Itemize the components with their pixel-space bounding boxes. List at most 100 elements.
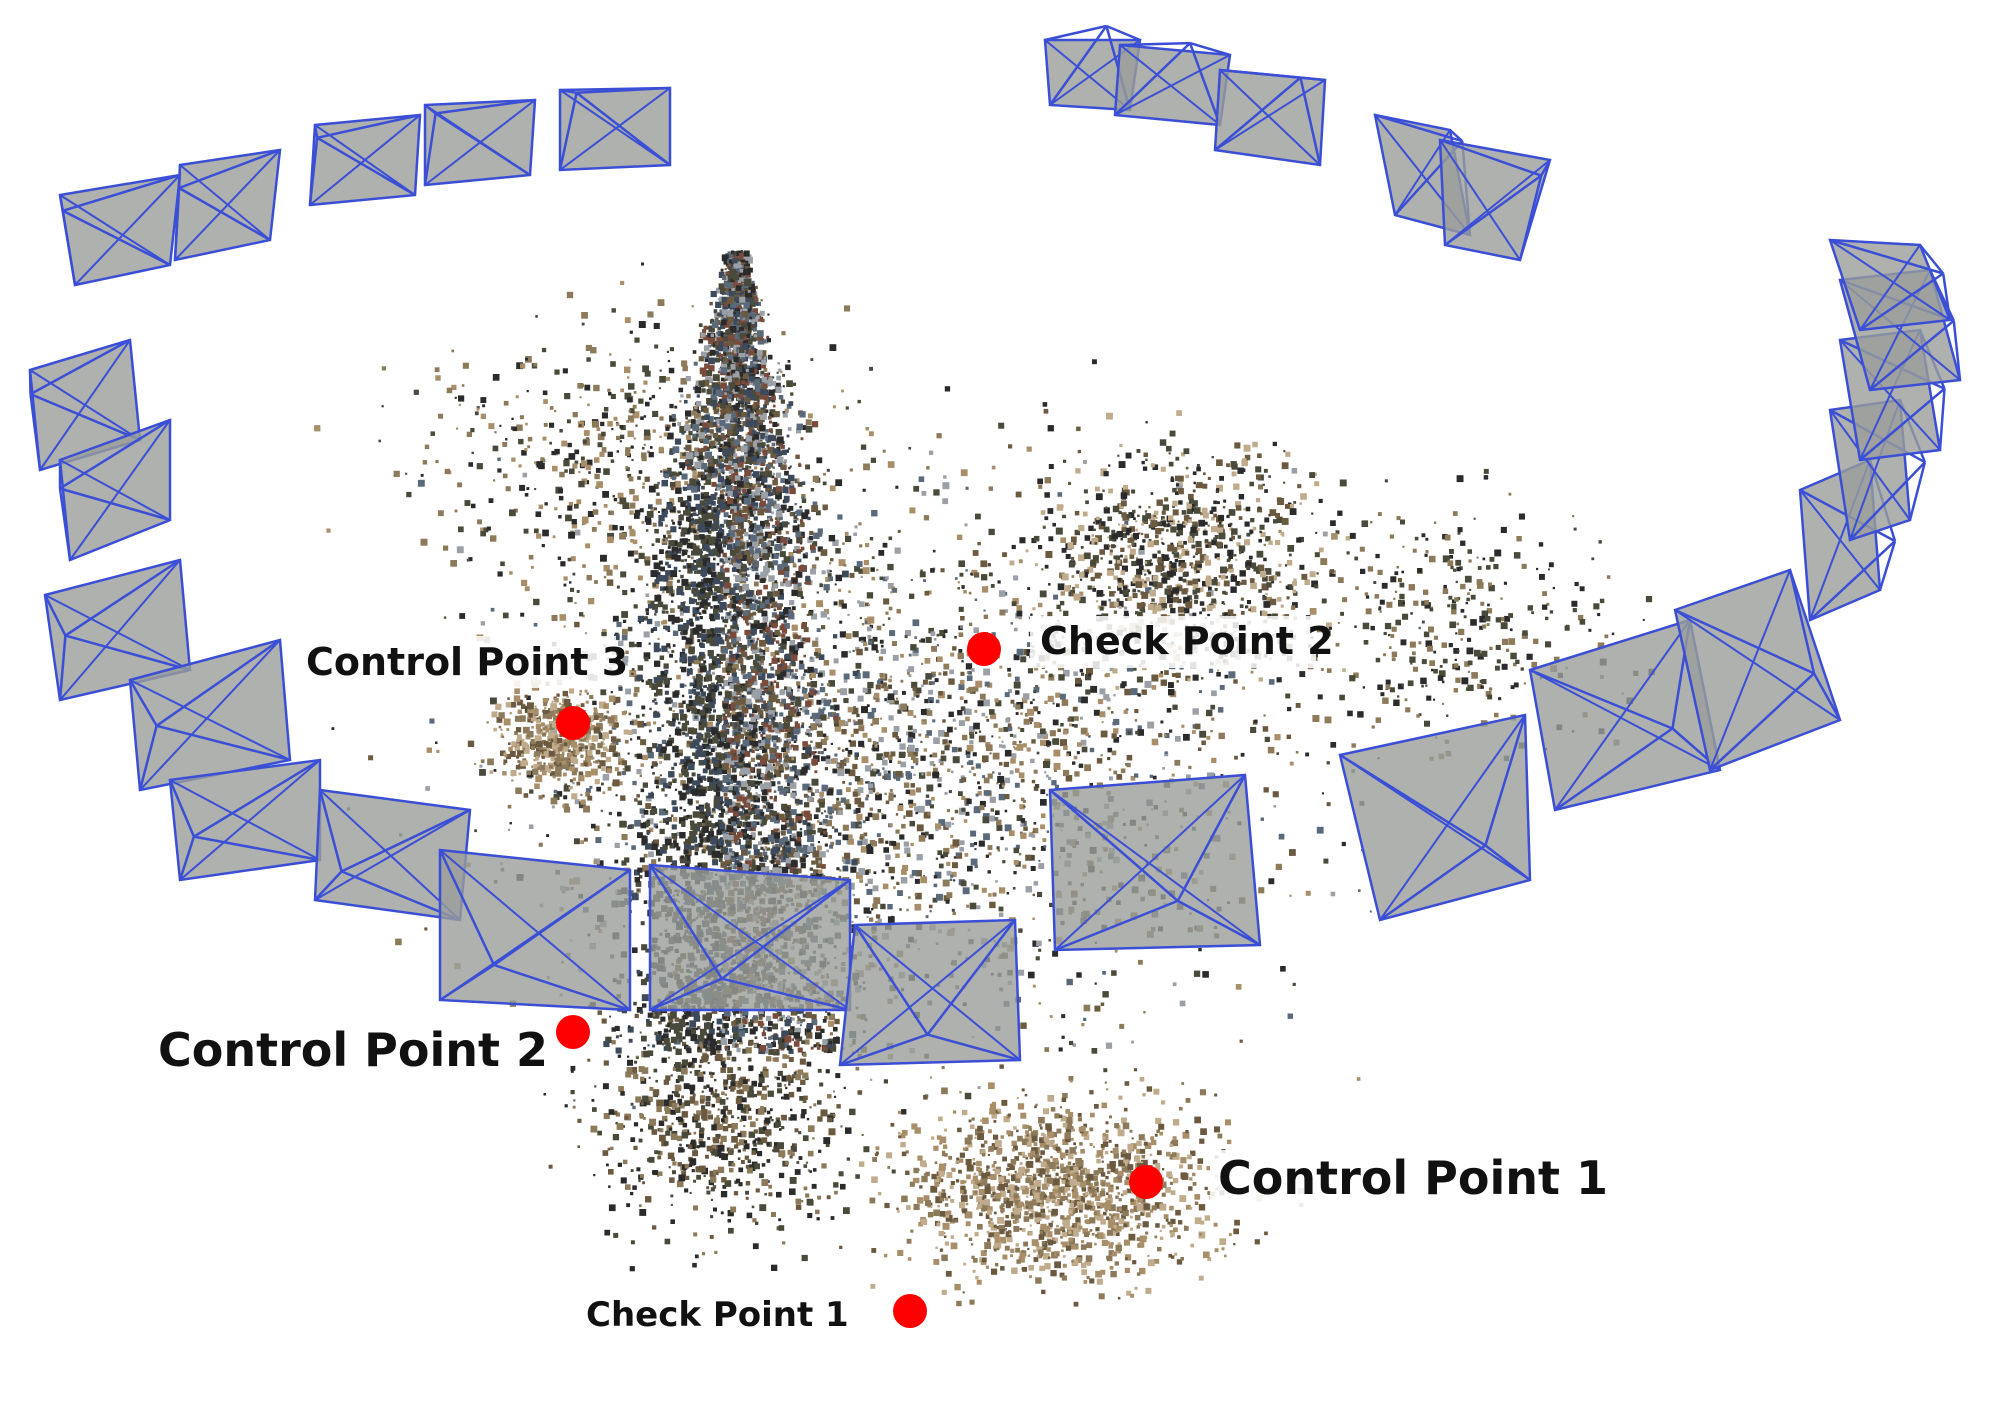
cloud-point <box>614 696 621 703</box>
cloud-point <box>629 510 634 515</box>
cloud-point <box>826 849 830 853</box>
cloud-point <box>1151 598 1155 602</box>
cloud-point <box>553 789 558 794</box>
cloud-point <box>975 513 981 520</box>
cloud-point <box>1127 731 1132 735</box>
cloud-point <box>1039 1265 1045 1272</box>
cloud-point <box>1027 1247 1030 1251</box>
cloud-point <box>1053 762 1061 770</box>
cloud-point <box>1017 726 1021 730</box>
cloud-point <box>993 1160 997 1164</box>
cloud-point <box>970 830 977 837</box>
cloud-point <box>885 800 890 805</box>
cloud-point <box>961 777 967 783</box>
cloud-point <box>1152 581 1158 587</box>
cloud-point <box>1138 548 1145 555</box>
cloud-point <box>1144 561 1148 564</box>
cloud-point <box>969 1124 975 1129</box>
cloud-point <box>1066 753 1070 757</box>
cloud-point <box>601 447 607 452</box>
cloud-point <box>810 488 815 492</box>
cloud-point <box>916 695 919 698</box>
cloud-point <box>1135 730 1139 735</box>
cloud-point <box>1061 1014 1066 1019</box>
cloud-point <box>905 771 911 777</box>
cloud-point <box>1065 1116 1073 1124</box>
cloud-point <box>1060 591 1065 596</box>
cloud-point <box>981 887 987 893</box>
cloud-point <box>1004 1245 1010 1251</box>
cloud-point <box>889 675 893 678</box>
cloud-point <box>1081 672 1085 676</box>
cloud-point <box>1176 680 1179 683</box>
cloud-point <box>1117 1296 1121 1300</box>
cloud-point <box>1142 539 1146 543</box>
cloud-point <box>1065 775 1073 782</box>
cloud-point <box>1224 1254 1227 1258</box>
cloud-point <box>1342 668 1346 672</box>
cloud-point <box>1060 1235 1063 1239</box>
cloud-point <box>824 735 829 741</box>
cloud-point <box>1222 590 1226 595</box>
cloud-point <box>1035 1212 1042 1219</box>
cloud-point <box>983 813 990 820</box>
cloud-point <box>840 688 848 696</box>
cloud-point <box>979 693 986 700</box>
cloud-point <box>859 879 863 883</box>
cloud-point <box>909 874 914 879</box>
cloud-point <box>989 752 992 755</box>
cloud-point <box>791 624 798 631</box>
cloud-point <box>595 837 602 844</box>
cloud-point <box>811 792 815 796</box>
cloud-point <box>1181 510 1187 515</box>
cloud-point <box>405 472 408 475</box>
cloud-point <box>603 504 608 508</box>
cloud-point <box>1258 677 1263 682</box>
cloud-point <box>1057 583 1065 591</box>
cloud-point <box>765 734 772 740</box>
cloud-point <box>929 1076 933 1079</box>
cloud-point <box>1054 1237 1058 1241</box>
cloud-point <box>928 834 934 840</box>
cloud-point <box>645 401 650 407</box>
cloud-point <box>855 662 862 669</box>
cloud-point <box>1241 468 1246 472</box>
cloud-point <box>1125 531 1130 536</box>
cloud-point <box>1194 563 1199 568</box>
cloud-point <box>652 522 657 527</box>
cloud-point <box>850 866 857 873</box>
cloud-point <box>1256 474 1262 480</box>
cloud-point <box>1015 491 1022 498</box>
cloud-point <box>1014 1170 1017 1173</box>
cloud-point <box>745 465 749 469</box>
cloud-point <box>1029 1275 1032 1279</box>
cloud-point <box>1032 698 1035 701</box>
cloud-point <box>864 647 869 651</box>
cloud-point <box>805 426 813 433</box>
cloud-point <box>806 613 809 616</box>
cloud-point <box>567 442 572 448</box>
cloud-point <box>1166 529 1169 532</box>
cloud-point <box>638 470 643 474</box>
cloud-point <box>1118 510 1122 515</box>
cloud-point <box>1030 866 1036 871</box>
cloud-point <box>705 764 711 770</box>
cloud-point <box>1110 1270 1117 1278</box>
cloud-point <box>1030 1131 1038 1138</box>
cloud-point <box>1199 611 1202 615</box>
cloud-point <box>1161 1100 1166 1105</box>
cloud-point <box>1162 572 1168 577</box>
cloud-point <box>1019 740 1022 744</box>
cloud-point <box>852 791 858 797</box>
cloud-point <box>1160 671 1163 674</box>
cloud-point <box>927 590 932 595</box>
cloud-point <box>1096 516 1100 521</box>
cloud-point <box>1132 666 1137 671</box>
cloud-point <box>879 576 884 581</box>
cloud-point <box>595 468 601 473</box>
cloud-point <box>1040 789 1046 795</box>
cloud-point <box>971 766 975 770</box>
cloud-point <box>842 780 846 784</box>
cloud-point <box>638 321 646 328</box>
cloud-point <box>978 786 982 790</box>
